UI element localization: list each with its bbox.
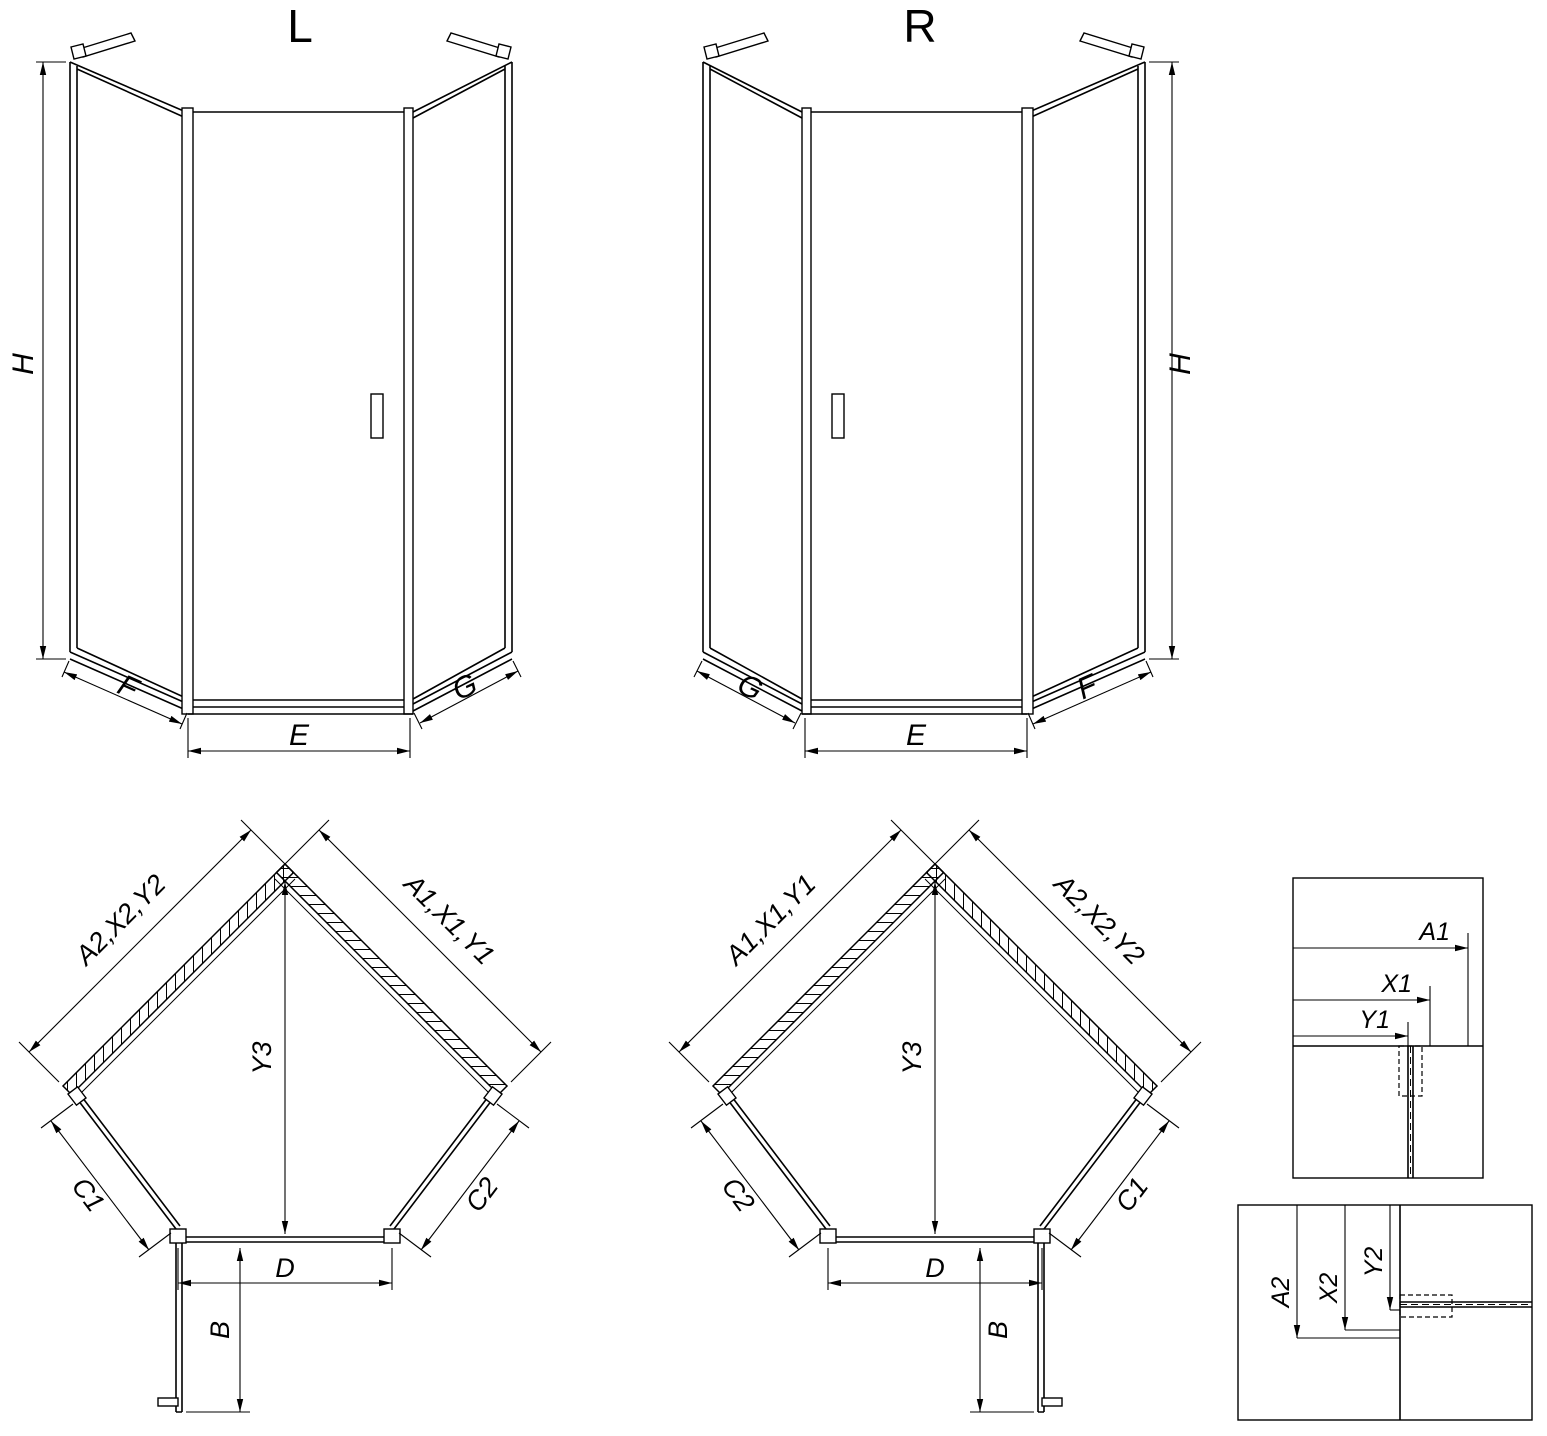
door-handle xyxy=(370,393,384,439)
dim-a1-line xyxy=(318,829,542,1053)
dim-c1-line xyxy=(50,1120,150,1251)
label-d-left: D xyxy=(275,1253,295,1283)
dim-g-extensions xyxy=(413,660,522,730)
dim-c2-line xyxy=(420,1120,520,1251)
door-edges xyxy=(188,111,413,715)
plan-left-geometry xyxy=(18,819,552,1413)
detail-top-glass xyxy=(1407,1046,1414,1178)
detail-bottom: A2 X2 Y2 xyxy=(1237,1204,1533,1421)
dim-g-line xyxy=(419,670,519,724)
detail-bottom-profile-dashed xyxy=(1399,1294,1453,1318)
door-catch-corner xyxy=(383,1228,401,1244)
dim-f-extensions xyxy=(61,660,188,730)
top-left-bracket xyxy=(78,32,136,58)
label-y3-right: Y3 xyxy=(897,1041,927,1074)
dim-f-line xyxy=(63,671,183,725)
left-side-panel xyxy=(69,61,189,712)
label-a2-right: A2,X2,Y2 xyxy=(1047,867,1150,970)
elevation-right-geometry xyxy=(694,33,1179,758)
label-detail-x2: X2 xyxy=(1315,1273,1343,1305)
label-c1-left: C1 xyxy=(66,1172,111,1218)
open-door-handle xyxy=(157,1397,179,1407)
top-left-bracket-cap xyxy=(70,43,87,60)
dim-a1-extensions xyxy=(276,819,552,1083)
title-right: R xyxy=(903,0,936,52)
label-f-left: F xyxy=(113,669,145,707)
label-a2-left: A2,X2,Y2 xyxy=(68,869,171,972)
right-side-panel xyxy=(412,61,513,712)
label-g-left: G xyxy=(447,668,482,708)
label-g-right: G xyxy=(732,668,767,708)
title-left: L xyxy=(287,0,313,52)
label-b-right: B xyxy=(983,1321,1013,1339)
label-a1-left: A1,X1,Y1 xyxy=(397,867,500,970)
door-side-profile xyxy=(403,107,414,715)
label-detail-y1: Y1 xyxy=(1359,1006,1390,1034)
dim-a2-extensions xyxy=(18,819,294,1083)
detail-top: A1 X1 Y1 xyxy=(1292,877,1484,1179)
dim-h-extensions xyxy=(36,61,66,660)
door-sill xyxy=(186,1236,384,1243)
label-c2-right: C2 xyxy=(716,1172,761,1218)
label-detail-a1: A1 xyxy=(1417,918,1450,946)
plan-right-geometry xyxy=(669,820,1201,1412)
label-e-left: E xyxy=(289,719,310,752)
label-e-right: E xyxy=(906,719,927,752)
label-d-right: D xyxy=(925,1253,945,1283)
dim-a2-line xyxy=(28,829,252,1053)
door-hinge-corner xyxy=(169,1228,187,1244)
label-a1-right: A1,X1,Y1 xyxy=(718,869,821,972)
top-right-bracket-cap xyxy=(495,43,512,60)
label-c1-right: C1 xyxy=(1109,1172,1154,1218)
top-right-bracket xyxy=(446,32,504,58)
dim-c1-extensions xyxy=(40,1103,172,1258)
dim-c2-extensions xyxy=(398,1103,530,1258)
label-h-left: H xyxy=(7,353,40,375)
label-detail-x1: X1 xyxy=(1380,970,1412,998)
detail-top-profile-dashed xyxy=(1398,1045,1423,1097)
detail-bottom-glass xyxy=(1400,1301,1532,1308)
elevation-left-geometry xyxy=(36,32,522,758)
glass-c2-wall-profile xyxy=(483,1085,503,1107)
label-detail-a2: A2 xyxy=(1267,1277,1295,1310)
label-detail-y2: Y2 xyxy=(1360,1247,1388,1278)
wall-upper-right xyxy=(275,862,509,1096)
label-b-left: B xyxy=(205,1321,235,1339)
open-door-leaf xyxy=(175,1243,183,1413)
glass-c1-wall-profile xyxy=(67,1085,87,1107)
detail-top-frame xyxy=(1292,877,1484,1179)
label-c2-left: C2 xyxy=(459,1172,504,1218)
label-h-right: H xyxy=(1164,353,1197,375)
label-y3-left: Y3 xyxy=(247,1041,277,1074)
door-hinge-profile xyxy=(181,107,194,715)
label-f-right: F xyxy=(1072,668,1104,706)
detail-bottom-frame xyxy=(1237,1204,1533,1421)
